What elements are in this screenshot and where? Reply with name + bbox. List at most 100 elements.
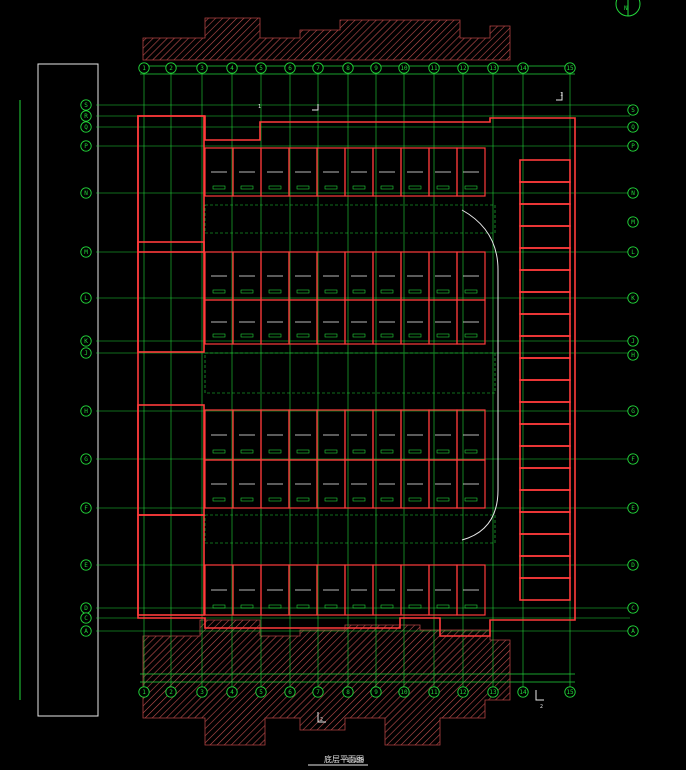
top-axis-bubble-label: 2 bbox=[169, 65, 173, 72]
bottom-axis-bubble-label: 5 bbox=[259, 689, 263, 696]
top-axis-bubble-label: 3 bbox=[200, 65, 204, 72]
room-dimension-mark bbox=[268, 604, 282, 609]
room-dimension-mark bbox=[296, 333, 310, 338]
right-axis-bubble-label: M bbox=[631, 219, 635, 226]
right-axis-bubble-circle bbox=[627, 349, 639, 361]
bottom-axis-bubble-circle bbox=[165, 686, 177, 698]
section-mark-1-top: 1 bbox=[258, 104, 261, 110]
room-dimension-mark bbox=[268, 333, 282, 338]
room-dimension-mark bbox=[352, 604, 366, 609]
room-dimension-mark bbox=[212, 185, 226, 190]
room-dimension-mark bbox=[352, 185, 366, 190]
right-axis-bubble-label: D bbox=[631, 562, 635, 569]
room-dimension-mark bbox=[408, 185, 422, 190]
room-dimension-mark bbox=[408, 449, 422, 454]
left-axis-bubble-label: N bbox=[84, 190, 88, 197]
room-dimension-mark bbox=[464, 449, 478, 454]
bottom-axis-bubble-circle bbox=[457, 686, 469, 698]
room-dimension-mark bbox=[296, 185, 310, 190]
bottom-axis-bubble-label: 3 bbox=[200, 689, 204, 696]
bottom-axis-bubble-label: 13 bbox=[489, 689, 497, 696]
right-axis-bubble-circle bbox=[627, 602, 639, 614]
room-dimension-mark bbox=[212, 497, 226, 502]
top-axis-bubble-label: 10 bbox=[400, 65, 408, 72]
left-axis-bubble-circle bbox=[80, 335, 92, 347]
left-axis-bubble-circle bbox=[80, 405, 92, 417]
room-dimension-mark bbox=[324, 185, 338, 190]
top-axis-bubble-circle bbox=[487, 62, 499, 74]
left-axis-bubble-circle bbox=[80, 121, 92, 133]
room-dimension-mark bbox=[380, 449, 394, 454]
room-dimension-mark bbox=[408, 604, 422, 609]
room-dimension-mark bbox=[240, 497, 254, 502]
section-mark-1-bottom: 1 bbox=[560, 92, 563, 98]
bottom-dimension-lines bbox=[140, 673, 575, 683]
right-axis-bubble-circle bbox=[627, 121, 639, 133]
room-dimension-mark bbox=[380, 333, 394, 338]
right-axis-bubble-label: K bbox=[631, 295, 635, 302]
bottom-axis-bubble-circle bbox=[226, 686, 238, 698]
left-axis-bubble-circle bbox=[80, 187, 92, 199]
bottom-axis-bubble-label: 9 bbox=[374, 689, 378, 696]
top-axis-bubble-label: 15 bbox=[566, 65, 574, 72]
room-dimension-mark bbox=[212, 333, 226, 338]
north-label: N bbox=[624, 5, 628, 12]
bottom-axis-bubble-label: 7 bbox=[316, 689, 320, 696]
left-axis-bubble-circle bbox=[80, 110, 92, 122]
top-axis-bubble-circle bbox=[226, 62, 238, 74]
left-axis-bubble-circle bbox=[80, 140, 92, 152]
room-cells bbox=[204, 147, 499, 616]
right-axis-bubble-circle bbox=[627, 187, 639, 199]
right-axis-bubble-label: Q bbox=[631, 124, 635, 131]
bottom-axis-bubble-circle bbox=[255, 686, 267, 698]
top-dimension-lines bbox=[140, 65, 575, 75]
room-dimension-mark bbox=[380, 289, 394, 294]
bottom-axis-bubble-circle bbox=[564, 686, 576, 698]
bottom-axis-bubble-circle bbox=[487, 686, 499, 698]
room-dimension-mark bbox=[268, 289, 282, 294]
top-axis-bubble-label: 13 bbox=[489, 65, 497, 72]
north-arrow bbox=[615, 0, 641, 17]
top-axis-bubble-label: 14 bbox=[519, 65, 527, 72]
top-axis-bubble-circle bbox=[342, 62, 354, 74]
ground-hatch-bottom bbox=[142, 619, 511, 746]
right-axis-bubble-label: E bbox=[631, 505, 635, 512]
axis-grid-lines bbox=[96, 66, 630, 688]
room-dimension-mark bbox=[268, 449, 282, 454]
left-axis-bubble-label: S bbox=[84, 102, 88, 109]
room-dimension-mark bbox=[380, 497, 394, 502]
room-dimension-mark bbox=[268, 497, 282, 502]
top-axis-bubble-label: 11 bbox=[430, 65, 438, 72]
room-cell bbox=[456, 299, 486, 345]
right-axis-bubble-circle bbox=[627, 104, 639, 116]
room-dimension-mark bbox=[212, 604, 226, 609]
right-axis-bubble-circle bbox=[627, 246, 639, 258]
room-dimension-mark bbox=[324, 497, 338, 502]
room-dimension-mark bbox=[436, 333, 450, 338]
left-axis-bubble-circle bbox=[80, 246, 92, 258]
room-dimension-mark bbox=[240, 604, 254, 609]
top-axis-bubble-circle bbox=[165, 62, 177, 74]
room-dimension-mark bbox=[464, 185, 478, 190]
bottom-axis-bubble-label: 14 bbox=[519, 689, 527, 696]
left-axis-bubble-circle bbox=[80, 292, 92, 304]
corridor-outline bbox=[204, 204, 496, 234]
bottom-axis-bubble-circle bbox=[428, 686, 440, 698]
right-axis-bubble-circle bbox=[627, 140, 639, 152]
bottom-axis-bubble-circle bbox=[284, 686, 296, 698]
room-dimension-mark bbox=[436, 604, 450, 609]
room-dimension-mark bbox=[212, 449, 226, 454]
right-axis-bubble-circle bbox=[627, 292, 639, 304]
section-marks bbox=[312, 92, 563, 723]
top-axis-bubble-circle bbox=[196, 62, 208, 74]
top-axis-bubble-label: 4 bbox=[230, 65, 234, 72]
left-axis-bubble-label: D bbox=[84, 605, 88, 612]
corridor-outline bbox=[204, 352, 496, 394]
left-axis-bubble-label: E bbox=[84, 562, 88, 569]
top-axis-bubble-circle bbox=[312, 62, 324, 74]
left-axis-bubble-label: A bbox=[84, 628, 88, 635]
top-axis-bubble-circle bbox=[564, 62, 576, 74]
left-dimension-frame bbox=[19, 63, 99, 717]
top-axis-bubble-label: 8 bbox=[346, 65, 350, 72]
